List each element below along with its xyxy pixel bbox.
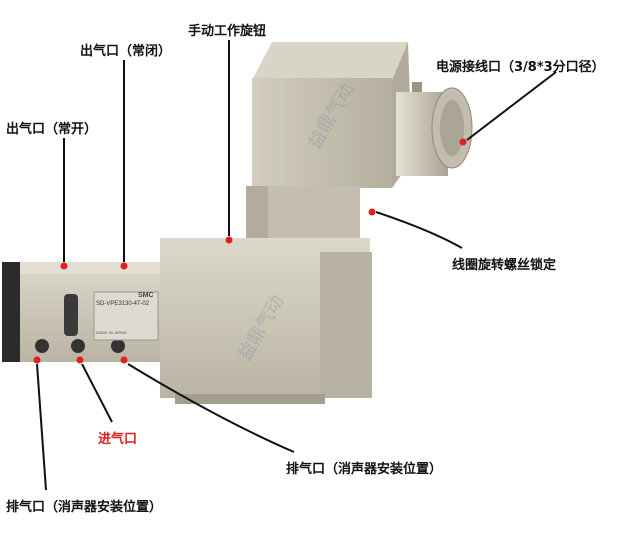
port-hole-3 [111,339,125,353]
marker-manual-knob [225,236,233,244]
label-inlet: 进气口 [98,432,138,447]
pilot-side [320,252,372,398]
pilot-bottom [175,394,325,404]
leader-lines [36,40,557,491]
label-coil-lock: 线圈旋转螺丝锁定 [452,258,557,273]
leader-exhaust-right [127,363,295,453]
coil-housing [252,78,392,188]
connector-ring [440,100,464,156]
connector-screw [412,82,422,92]
label-outlet-nc: 出气口（常闭） [80,44,172,59]
marker-inlet [76,356,84,364]
leader-inlet [81,363,113,423]
leader-exhaust-left [36,363,47,491]
port-hole-2 [71,339,85,353]
marker-coil-lock [368,208,376,216]
coil-stem [266,186,360,246]
port-markers [33,138,467,364]
marker-outlet-nc [120,262,128,270]
nameplate-brand: SMC [138,292,154,299]
label-exhaust-left: 排气口（消声器安装位置） [6,500,163,515]
stem-bracket [246,186,268,246]
label-power-port: 电源接线口（3/8*3分口径） [436,60,605,75]
marker-outlet-no [60,262,68,270]
nameplate-model: SD-VPE3130-4T-02 [96,301,150,307]
marker-power-port [459,138,467,146]
port-hole-1 [35,339,49,353]
valve-slot [64,294,78,336]
label-manual-knob: 手动工作旋钮 [188,24,267,39]
marker-exhaust-left [33,356,41,364]
end-cap [2,262,22,362]
nameplate [93,291,159,341]
label-outlet-no: 出气口（常开） [6,122,98,137]
valve-top-strip [20,262,160,274]
coil-top-face [252,42,408,80]
nameplate-origin: MADE IN JAPAN [96,330,126,335]
leader-coil-lock [375,211,463,249]
leader-power-port [466,71,557,141]
label-exhaust-right: 排气口（消声器安装位置） [286,462,443,477]
marker-exhaust-right [120,356,128,364]
